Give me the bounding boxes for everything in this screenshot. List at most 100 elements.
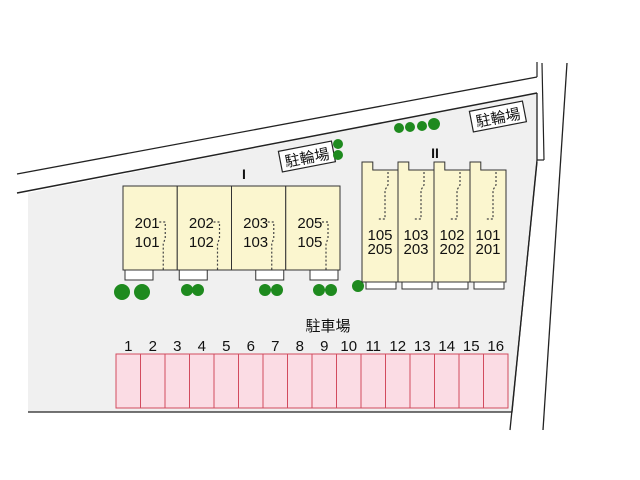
unit-annex	[473, 281, 505, 290]
entry-path	[414, 172, 425, 220]
parking-stall	[311, 353, 337, 409]
parking-stall	[213, 353, 239, 409]
unit-number-upper: 105	[367, 227, 392, 244]
parking-stall-number: 7	[271, 338, 279, 355]
parking-stall-number: 13	[414, 338, 431, 355]
unit-number-lower: 101	[135, 234, 160, 251]
parking-stall-number: 9	[320, 338, 328, 355]
tree-icon	[271, 284, 283, 296]
unit-block	[361, 161, 399, 283]
unit-number-upper: 202	[189, 215, 214, 232]
entry-path	[378, 172, 389, 220]
tree-icon	[114, 284, 130, 300]
parking-stall	[385, 353, 411, 409]
unit-block	[433, 161, 471, 283]
trees	[114, 118, 440, 300]
road-line-upper	[16, 76, 538, 175]
unit-annex	[255, 269, 285, 281]
parking-stall-number: 4	[198, 338, 206, 355]
unit-number-lower: 205	[367, 241, 392, 258]
parking-stall-number: 12	[389, 338, 406, 355]
parking-stall	[409, 353, 435, 409]
boundary-line	[541, 62, 545, 161]
unit-block	[397, 161, 435, 283]
unit-annex	[437, 281, 469, 290]
entry-path	[267, 221, 275, 270]
parking-stall	[238, 353, 264, 409]
tree-icon	[352, 280, 364, 292]
parking-stall	[483, 353, 509, 409]
parking-stall	[434, 353, 460, 409]
parking-stall-number: 15	[463, 338, 480, 355]
building-1-label: I	[242, 166, 246, 182]
entry-path	[159, 221, 166, 270]
parking-stall	[336, 353, 362, 409]
entry-path	[213, 221, 221, 270]
unit-number-lower: 203	[403, 241, 428, 258]
unit-number-lower: 202	[439, 241, 464, 258]
tree-icon	[259, 284, 271, 296]
parking-stall	[360, 353, 386, 409]
parking-stall	[140, 353, 166, 409]
unit-annex	[309, 269, 339, 281]
parking-stall	[287, 353, 313, 409]
tree-icon	[428, 118, 440, 130]
tree-icon	[134, 284, 150, 300]
tree-icon	[333, 150, 343, 160]
unit-annex	[365, 281, 397, 290]
parking-stall-number: 11	[365, 338, 381, 355]
road-line-lower	[16, 92, 538, 194]
unit-number-lower: 102	[189, 234, 214, 251]
entry-path	[322, 221, 329, 270]
entry-path	[450, 172, 461, 220]
unit-number-upper: 203	[243, 215, 268, 232]
parking-stall-number: 5	[222, 338, 230, 355]
parking-stall	[458, 353, 484, 409]
unit-annex	[401, 281, 433, 290]
parking-stall-number: 14	[438, 338, 455, 355]
unit-annex	[124, 269, 154, 281]
parking-stall-number: 2	[149, 338, 157, 355]
parking-stall	[164, 353, 190, 409]
unit-block	[285, 185, 341, 271]
unit-block	[469, 161, 507, 283]
parking-stall-number: 16	[487, 338, 504, 355]
parking-stall-number: 3	[173, 338, 181, 355]
unit-number-upper: 101	[475, 227, 500, 244]
unit-number-upper: 102	[439, 227, 464, 244]
parking-stall-number: 6	[247, 338, 255, 355]
parking-stall	[262, 353, 288, 409]
unit-number-upper: 103	[403, 227, 428, 244]
road-edge-inner	[509, 161, 538, 431]
tree-icon	[325, 284, 337, 296]
entry-path	[486, 172, 497, 220]
parking-stall-number: 10	[340, 338, 357, 355]
unit-number-upper: 201	[135, 215, 160, 232]
tree-icon	[417, 121, 427, 131]
unit-block	[231, 185, 287, 271]
tree-icon	[181, 284, 193, 296]
tree-icon	[394, 123, 404, 133]
building-2-label: II	[431, 145, 439, 161]
unit-annex	[178, 269, 208, 281]
tree-icon	[333, 139, 343, 149]
parking-stall	[189, 353, 215, 409]
unit-number-lower: 201	[475, 241, 500, 258]
road-edge-right	[542, 62, 568, 431]
parking-stall-number: 8	[296, 338, 304, 355]
parking-stall-number: 1	[124, 338, 132, 355]
unit-number-lower: 105	[297, 234, 322, 251]
car-parking-label: 駐車場	[305, 317, 350, 335]
